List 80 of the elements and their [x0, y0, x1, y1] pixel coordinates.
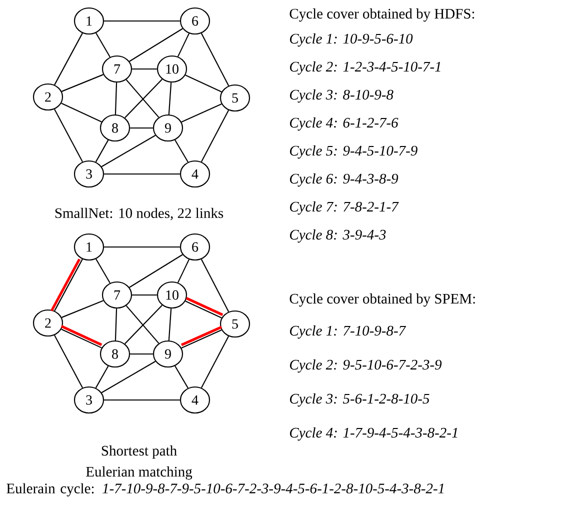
graph-edge [104, 20, 180, 22]
caption-text: Cycle cover obtained by SPEM: [290, 293, 475, 307]
graph-edge [54, 334, 83, 388]
graph-node: 3 [74, 160, 104, 188]
caption-text: Cycle cover obtained by HDFS: [290, 8, 474, 22]
graph-node: 5 [220, 310, 250, 338]
caption-text: Cycle 8: 3-9-4-3 [290, 229, 386, 243]
caption-text: Cycle 3: 5-6-1-2-8-10-5 [290, 393, 430, 407]
caption-text: Cycle 4: 6-1-2-7-6 [290, 117, 398, 131]
graph-edge [181, 330, 222, 348]
graph-edge [61, 102, 102, 122]
graph-node: 2 [32, 309, 64, 337]
graph-edge [181, 104, 222, 122]
graph-edge [200, 259, 230, 312]
graph-node: 10 [156, 281, 188, 309]
graph-node: 4 [180, 386, 210, 414]
graph-node: 7 [102, 281, 132, 309]
graph-edge [129, 28, 183, 62]
graph-node: 4 [180, 160, 210, 188]
highlighted-edge [60, 325, 102, 346]
graph-edge [130, 127, 153, 129]
graph-node: 9 [152, 340, 184, 368]
highlighted-edge [186, 297, 224, 316]
graph-node: 9 [152, 114, 184, 142]
graph-edge [132, 68, 157, 70]
graph-edge [129, 254, 183, 288]
graph-edge [174, 140, 188, 162]
graph-edge [177, 33, 190, 57]
caption-text: Cycle 2: 9-5-10-6-7-2-3-9 [290, 359, 442, 373]
caption-text: SmallNet: 10 nodes, 22 links [55, 208, 224, 220]
graph-edge [96, 32, 110, 58]
caption-text: Cycle 4: 1-7-9-4-5-4-3-8-2-1 [290, 427, 458, 441]
graph-edge [174, 366, 188, 388]
graph-edge [114, 82, 118, 114]
graph-edge [62, 74, 104, 92]
graph-edge [104, 399, 180, 401]
graph-node: 2 [32, 83, 64, 111]
graph-node: 5 [220, 84, 250, 112]
caption-text: Cycle 5: 9-4-5-10-7-9 [290, 145, 418, 159]
caption-text: Cycle 6: 9-4-3-8-9 [290, 173, 398, 187]
graph-edge [95, 366, 109, 388]
graph-node: 6 [180, 7, 210, 35]
graph-node: 1 [74, 7, 104, 35]
graph-node: 8 [100, 114, 130, 142]
graph-node: 10 [156, 55, 188, 83]
graph-edge [96, 258, 110, 284]
graph-edge [168, 82, 172, 115]
graph-edge [104, 173, 180, 175]
graph-edge [200, 336, 230, 388]
graph-edge [54, 108, 83, 162]
graph-edge [185, 74, 222, 92]
caption-text: Cycle 2: 1-2-3-4-5-10-7-1 [290, 61, 440, 75]
graph-node: 8 [100, 340, 130, 368]
highlighted-edge [180, 326, 222, 346]
graph-edge [168, 308, 172, 341]
graph-edge [62, 300, 104, 318]
graph-node: 1 [74, 233, 104, 261]
graph-edge [200, 33, 230, 86]
graph-node: 3 [74, 386, 104, 414]
graph-edge [95, 140, 109, 162]
graph-edge [54, 32, 83, 86]
caption-text: Eulerian matching [86, 466, 192, 480]
graph-edge [101, 360, 156, 394]
caption-text: Cycle 3: 8-10-9-8 [290, 89, 394, 103]
graph-edge [185, 300, 222, 318]
caption-text: Cycle 7: 7-8-2-1-7 [290, 201, 399, 215]
graph-edge [130, 353, 153, 355]
graph-edge [200, 110, 230, 162]
caption-text: Cycle 1: 10-9-5-6-10 [290, 33, 413, 47]
graph-edge [177, 259, 190, 283]
caption-text: Shortest path [102, 445, 177, 459]
graph-edge [104, 246, 180, 248]
graph-node: 7 [102, 55, 132, 83]
graph-edge [132, 294, 157, 296]
caption-text: Eulerain cycle: 1-7-10-9-8-7-9-5-10-6-7-2-3-9-4-5-6-1-2-8-10-5-4-3-8-2-1 [6, 483, 444, 496]
caption-text: Cycle 1: 7-10-9-8-7 [290, 325, 406, 339]
graph-edge [114, 308, 118, 340]
graph-edge [101, 134, 156, 168]
graph-edge [61, 328, 102, 348]
graph-node: 6 [180, 233, 210, 261]
